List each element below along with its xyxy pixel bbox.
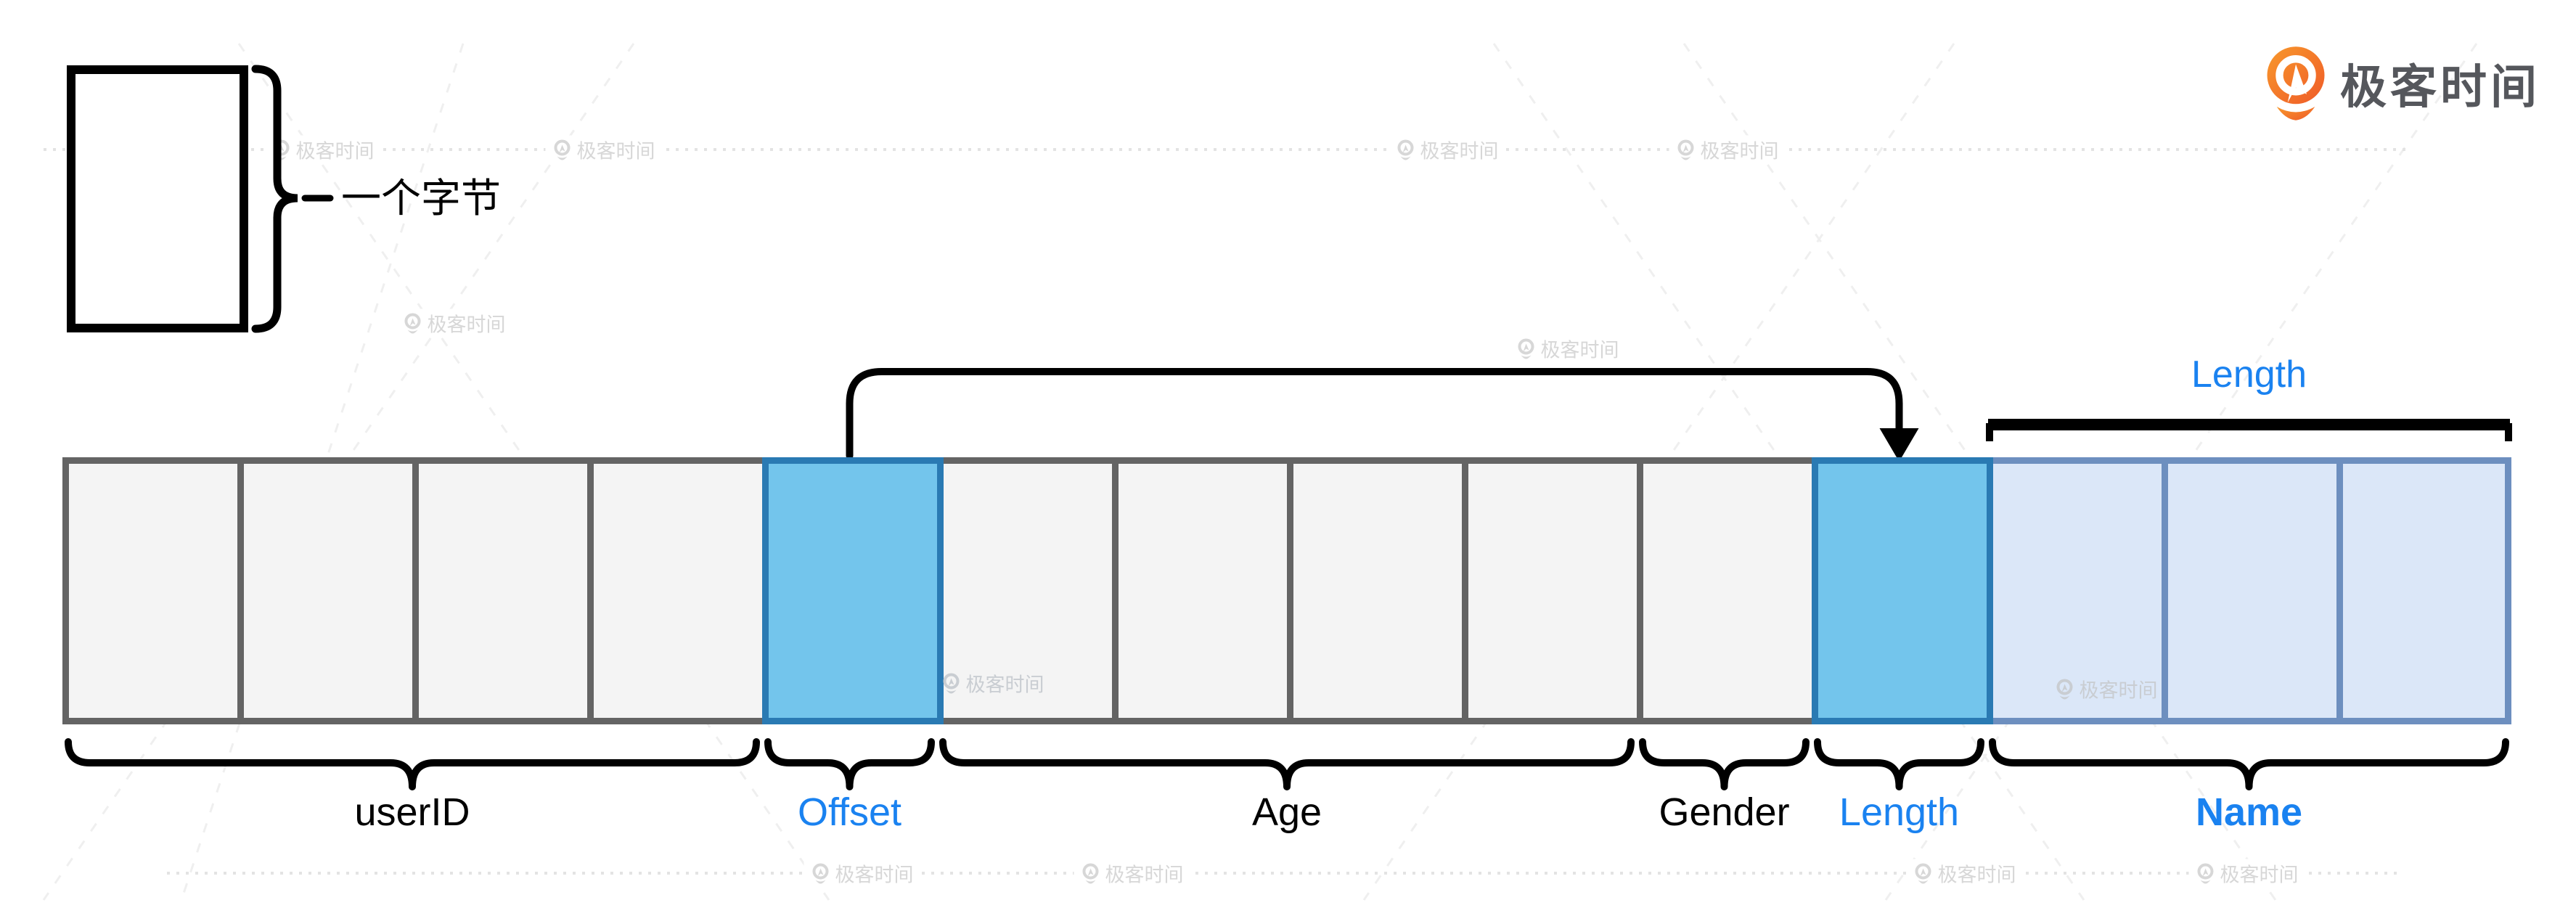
group-label-userid: userID [354,790,470,834]
watermark-text: 极客时间 [295,140,375,163]
watermark: 极客时间 [2048,675,2165,703]
watermark-pin-icon [1915,863,1931,883]
group-brace-gender [1639,738,1810,790]
memory-row [62,457,2511,724]
watermark-pin-icon [1518,338,1534,359]
geektime-logo: 极客时间 [2262,44,2540,123]
watermark-text: 极客时间 [1105,864,1184,886]
memory-cell-name-2 [2336,457,2511,724]
memory-cell-name-1 [2162,457,2343,724]
group-brace-age [939,738,1635,790]
watermark: 极客时间 [545,135,663,164]
group-brace-offset [764,738,935,790]
memory-cell-gender-0 [1637,457,1818,724]
watermark-text: 极客时间 [1540,339,1619,361]
watermark: 极客时间 [396,308,513,338]
watermark-text: 极客时间 [965,674,1044,696]
watermark-text: 极客时间 [427,314,506,336]
watermark-text: 极客时间 [835,864,914,886]
watermark: 极客时间 [1669,135,1786,164]
byte-legend-label: 一个字节 [341,176,502,221]
memory-cell-age-2 [1287,457,1468,724]
memory-cell-userid-1 [237,457,419,724]
watermark: 极客时间 [1074,859,1191,888]
group-brace-name [1989,738,2509,790]
watermark-text: 极客时间 [1937,864,2016,886]
watermark-dotted-line [167,872,2403,875]
watermark-pin-icon [943,673,960,693]
memory-cell-userid-0 [62,457,244,724]
memory-cell-userid-2 [412,457,594,724]
watermark: 极客时间 [1509,334,1627,363]
geektime-logo-text: 极客时间 [2340,61,2540,113]
group-label-gender: Gender [1659,790,1790,834]
watermark-pin-icon [554,139,571,160]
memory-cell-age-1 [1112,457,1293,724]
watermark-text: 极客时间 [2220,864,2299,886]
group-label-name: Name [2195,790,2303,834]
watermark-pin-icon [1397,139,1414,160]
watermark-pin-icon [1082,863,1099,883]
watermark: 极客时间 [264,135,382,164]
group-brace-userid [65,738,760,790]
watermark-text: 极客时间 [576,140,655,163]
watermark-dotted-line [44,148,2410,151]
watermark: 极客时间 [1389,135,1506,164]
watermark: 极客时间 [935,669,1052,698]
watermark: 极客时间 [1906,859,2024,888]
watermark-pin-icon [812,863,829,883]
watermark-text: 极客时间 [2079,679,2158,702]
watermark-pin-icon [2197,863,2214,883]
group-brace-length [1814,738,1984,790]
group-label-length: Length [1839,790,1960,834]
memory-cell-offset-0 [762,457,944,724]
watermark-pin-icon [1677,139,1694,160]
watermark-text: 极客时间 [1700,140,1779,163]
watermark-pin-icon [404,313,421,333]
watermark-text: 极客时间 [1420,140,1499,163]
byte-legend-box [67,65,248,332]
geektime-logo-icon [2267,46,2325,120]
length-span-label: Length [2191,353,2307,396]
watermark-pin-icon [273,139,290,160]
watermark: 极客时间 [804,859,921,888]
group-label-offset: Offset [797,790,902,834]
watermark-pin-icon [2056,679,2073,699]
memory-cell-userid-3 [587,457,769,724]
watermark: 极客时间 [2188,859,2306,888]
memory-cell-length-0 [1812,457,1993,724]
group-label-age: Age [1251,790,1322,834]
memory-cell-age-3 [1462,457,1643,724]
